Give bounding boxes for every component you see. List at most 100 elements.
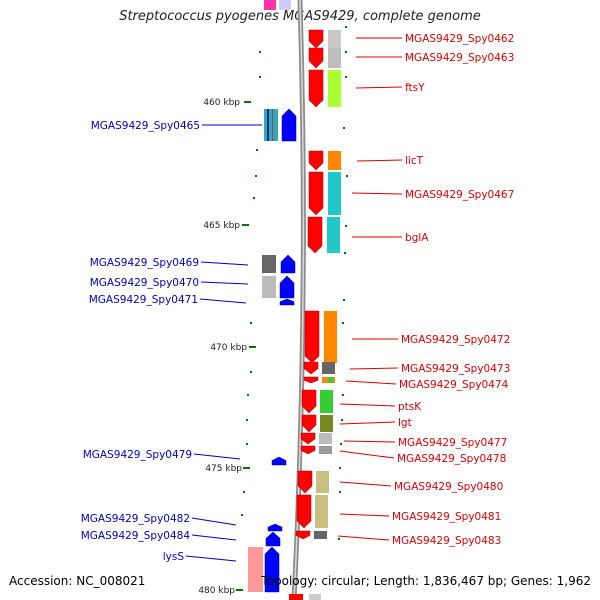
minor-tick	[345, 225, 347, 227]
reverse-gene-label[interactable]: MGAS9429_Spy0479	[83, 449, 192, 461]
forward-gene-label[interactable]: MGAS9429_Spy0462	[405, 33, 514, 45]
forward-gene-arrow	[308, 29, 324, 49]
minor-tick	[338, 538, 340, 540]
partial-gene-box	[309, 594, 321, 600]
forward-gene-box	[328, 70, 341, 107]
minor-tick	[346, 175, 348, 177]
minor-tick	[341, 419, 343, 421]
forward-gene-leader	[337, 535, 390, 541]
reverse-gene-box	[262, 255, 276, 273]
minor-tick	[246, 419, 248, 421]
minor-tick	[345, 26, 347, 28]
forward-gene-label[interactable]: ptsK	[398, 401, 422, 413]
scale-label: 470 kbp	[210, 343, 247, 353]
forward-gene-arrow	[295, 530, 311, 540]
forward-gene-arrow	[308, 150, 324, 171]
reverse-gene-arrow	[267, 523, 283, 532]
forward-gene-leader	[339, 403, 396, 407]
reverse-gene-label[interactable]: MGAS9429_Spy0470	[90, 277, 199, 289]
partial-gene-box	[279, 0, 291, 10]
forward-gene-box	[328, 172, 341, 215]
forward-gene-box	[320, 390, 333, 413]
forward-gene-box	[316, 471, 329, 493]
minor-tick	[250, 371, 252, 373]
partial-gene-box	[264, 0, 276, 10]
reverse-gene-leader	[191, 517, 237, 526]
forward-gene-leader	[339, 513, 390, 517]
forward-gene-arrow	[300, 432, 316, 445]
forward-gene-arrow	[297, 470, 313, 494]
minor-tick	[247, 394, 249, 396]
genome-summary: Topology: circular; Length: 1,836,467 bp…	[261, 574, 591, 588]
forward-gene-leader	[339, 481, 392, 487]
minor-tick	[259, 51, 261, 53]
forward-gene-label[interactable]: MGAS9429_Spy0478	[397, 453, 506, 465]
reverse-gene-arrow	[279, 298, 295, 306]
forward-gene-leader	[339, 421, 396, 425]
forward-gene-label[interactable]: bglA	[405, 232, 429, 244]
forward-gene-label[interactable]: ftsY	[405, 82, 425, 94]
forward-gene-box	[319, 433, 332, 444]
forward-gene-box	[328, 30, 341, 48]
partial-gene-box	[289, 594, 303, 600]
reverse-gene-arrow	[265, 531, 281, 547]
minor-tick	[342, 394, 344, 396]
reverse-gene-leader	[200, 261, 249, 266]
forward-gene-arrow	[300, 445, 316, 455]
reverse-gene-box	[267, 109, 269, 141]
reverse-gene-label[interactable]: MGAS9429_Spy0482	[81, 513, 190, 525]
forward-gene-arrow	[304, 310, 320, 364]
forward-gene-leader	[356, 159, 403, 162]
forward-gene-box	[328, 48, 341, 68]
reverse-gene-box	[264, 109, 278, 141]
forward-gene-label[interactable]: MGAS9429_Spy0467	[405, 189, 514, 201]
reverse-gene-leader	[199, 298, 247, 304]
forward-gene-leader	[349, 367, 399, 370]
reverse-gene-label[interactable]: MGAS9429_Spy0465	[91, 120, 200, 132]
forward-gene-arrow	[301, 414, 317, 433]
minor-tick	[339, 491, 341, 493]
reverse-gene-box	[248, 547, 263, 592]
forward-gene-box	[324, 311, 337, 363]
forward-gene-leader	[355, 86, 403, 89]
forward-gene-box	[327, 217, 340, 253]
scale-label: 460 kbp	[203, 98, 240, 108]
minor-tick	[253, 197, 255, 199]
forward-gene-label[interactable]: MGAS9429_Spy0481	[392, 511, 501, 523]
minor-tick	[250, 322, 252, 324]
forward-gene-box	[314, 531, 327, 539]
reverse-gene-arrow	[281, 108, 297, 142]
accession-label: Accession: NC_008021	[9, 574, 146, 588]
forward-gene-arrow	[296, 494, 312, 529]
forward-gene-label[interactable]: MGAS9429_Spy0480	[394, 481, 503, 493]
reverse-gene-label[interactable]: lysS	[163, 551, 185, 563]
scale-label: 480 kbp	[198, 586, 235, 596]
reverse-gene-label[interactable]: MGAS9429_Spy0471	[89, 294, 198, 306]
minor-tick	[339, 467, 341, 469]
forward-gene-box	[315, 495, 328, 528]
forward-gene-label[interactable]: MGAS9429_Spy0474	[399, 379, 509, 391]
reverse-gene-arrow	[264, 546, 280, 593]
forward-gene-leader	[351, 192, 403, 195]
forward-gene-label[interactable]: MGAS9429_Spy0473	[401, 363, 510, 375]
scale-label: 465 kbp	[203, 221, 240, 231]
forward-gene-arrow	[303, 376, 319, 384]
forward-gene-label[interactable]: MGAS9429_Spy0463	[405, 52, 514, 64]
forward-gene-arrow	[308, 69, 324, 108]
forward-gene-label[interactable]: licT	[405, 155, 424, 167]
forward-gene-label[interactable]: MGAS9429_Spy0477	[398, 437, 507, 449]
forward-gene-label[interactable]: lgt	[398, 417, 412, 429]
forward-gene-label[interactable]: MGAS9429_Spy0483	[392, 535, 501, 547]
minor-tick	[344, 252, 346, 254]
minor-tick	[246, 443, 248, 445]
scale-label: 475 kbp	[205, 464, 242, 474]
reverse-gene-label[interactable]: MGAS9429_Spy0469	[90, 257, 199, 269]
reverse-gene-arrow	[279, 275, 295, 299]
forward-gene-box	[319, 446, 332, 454]
forward-gene-arrow	[303, 361, 319, 375]
reverse-gene-leader	[191, 534, 237, 541]
forward-gene-label[interactable]: MGAS9429_Spy0472	[401, 334, 510, 346]
minor-tick	[340, 443, 342, 445]
forward-gene-arrow	[308, 171, 324, 216]
reverse-gene-label[interactable]: MGAS9429_Spy0484	[81, 530, 191, 542]
